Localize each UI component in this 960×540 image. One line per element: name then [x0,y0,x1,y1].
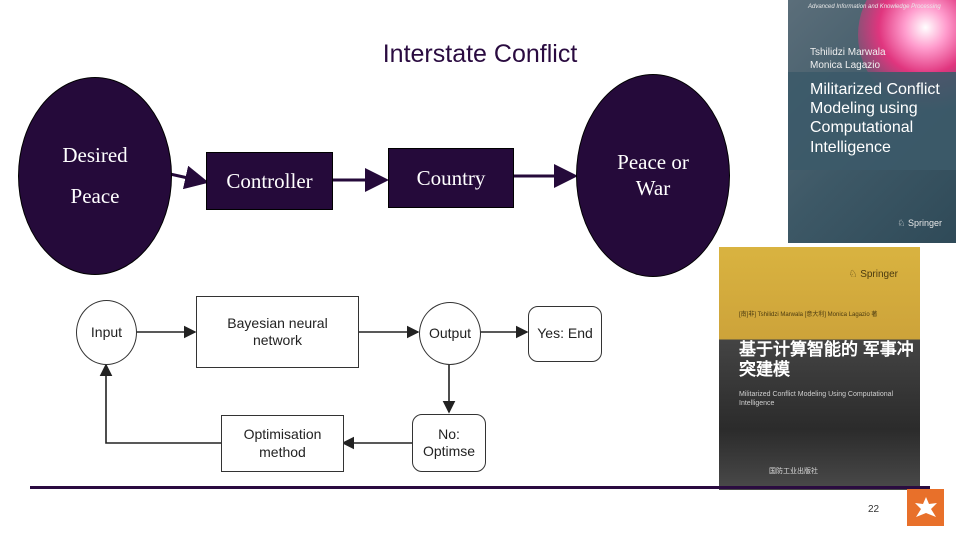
input-label: Input [90,323,123,340]
peace-label: Peace [70,184,120,208]
book-cover-chinese: ♘ Springer [南]非] Tshilidzi Marwala [意大利]… [719,247,920,490]
no-optimise-node: No: Optimse [412,414,486,472]
page-number: 22 [868,504,880,515]
book-publisher-cn: ♘ Springer [848,269,898,280]
author-2: Monica Lagazio [810,59,881,71]
book-english-subtitle: Militarized Conflict Modeling Using Comp… [739,391,894,408]
input-node: Input [76,300,137,365]
war-label: War [635,175,671,200]
yes-end-node: Yes: End [528,306,602,362]
yes-end-label: Yes: End [537,325,593,342]
book-title: Militarized Conflict Modeling using Comp… [810,81,940,156]
edge-optimisation-input [99,363,221,444]
output-label: Output [428,324,472,341]
book-series: Advanced Information and Knowledge Proce… [808,4,941,10]
slide-title: Interstate Conflict [382,40,578,68]
country-node: Country [388,148,514,208]
bnn-node: Bayesian neural network [196,296,359,368]
no-optimise-label: No: Optimse [422,425,476,460]
book-authors-cn: [南]非] Tshilidzi Marwala [意大利] Monica Lag… [739,312,878,318]
optimisation-label: Optimisation method [243,426,322,460]
peace-or-war-node: Peace or War [576,74,730,277]
springer-horse-icon: ♘ [897,218,908,228]
desired-label: Desired [62,142,128,167]
bnn-label: Bayesian neural network [227,314,328,349]
peace-or-label: Peace or [617,150,689,175]
book-publisher: ♘ Springer [897,218,942,228]
author-1: Tshilidzi Marwala [810,47,886,58]
cover-title-band [788,72,956,170]
desired-peace-node: Desired Peace [18,77,172,275]
book-press: 国防工业出版社 [769,468,818,475]
edge-desired-controller [169,165,209,190]
controller-node: Controller [206,152,333,210]
book-title-cn: 基于计算智能的 军事冲突建模 [739,340,914,380]
university-logo-icon [907,489,944,526]
optimisation-method-node: Optimisation method [221,415,344,472]
country-label: Country [416,165,486,190]
footer-rule [30,486,930,489]
springer-horse-icon: ♘ [848,269,861,280]
book-cover-english: Advanced Information and Knowledge Proce… [788,0,956,243]
book-authors: Tshilidzi Marwala Monica Lagazio [810,47,886,72]
controller-label: Controller [226,168,313,193]
output-node: Output [419,302,481,365]
